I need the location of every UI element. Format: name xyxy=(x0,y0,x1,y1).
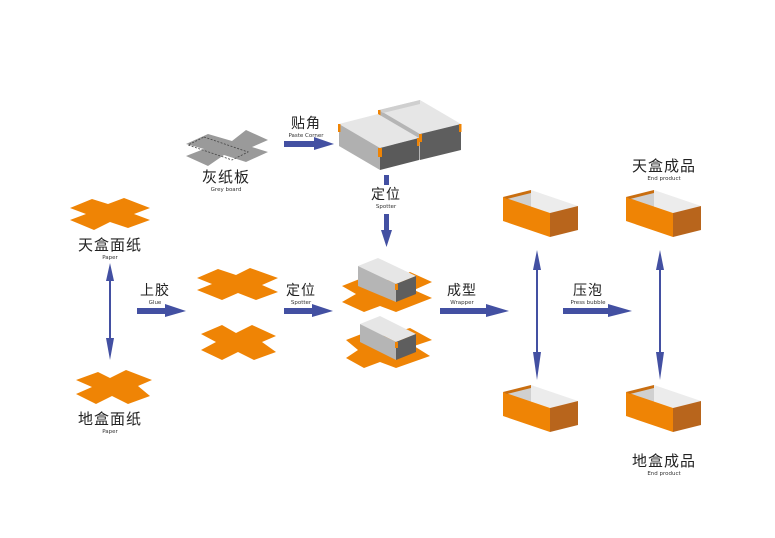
lid-end-product-label: 天盒成品 End product xyxy=(632,157,696,183)
lid-end-product-icon xyxy=(626,190,701,237)
box-on-lid-paper-icon xyxy=(342,258,432,312)
lid-end-product-label-zh: 天盒成品 xyxy=(631,157,697,175)
double-arrow-paper xyxy=(106,263,114,360)
double-arrow-end-product xyxy=(656,250,664,380)
spotter-label-zh: 定位 xyxy=(286,283,316,299)
grey-board-label-zh: 灰纸板 xyxy=(201,168,251,186)
base-paper-icon xyxy=(76,370,152,404)
paste-corner-label-zh: 贴角 xyxy=(290,116,321,132)
base-end-product-label: 地盒成品 End product xyxy=(632,452,696,478)
grey-board-label: 灰纸板 Grey board xyxy=(202,168,250,194)
grey-board-icon xyxy=(186,130,268,166)
arrow-wrapper xyxy=(440,304,509,317)
wrapper-label: 成型 Wrapper xyxy=(447,283,477,307)
press-bubble-label: 压泡 Press bubble xyxy=(570,283,605,307)
double-arrow-wrapped xyxy=(533,250,541,380)
base-paper-label: 地盒面纸 Paper xyxy=(78,410,142,436)
paste-corner-label-en: Paste Corner xyxy=(288,133,324,139)
lid-end-product-label-en: End product xyxy=(647,176,681,182)
glue-label-zh: 上胶 xyxy=(140,283,170,299)
paste-corner-label: 贴角 Paste Corner xyxy=(288,116,323,140)
glue-label: 上胶 Glue xyxy=(140,283,170,307)
glued-lid-paper-icon xyxy=(197,268,278,300)
glued-base-paper-icon xyxy=(201,325,276,360)
wrapper-label-en: Wrapper xyxy=(450,300,474,306)
spotter-label: 定位 Spotter xyxy=(286,283,316,307)
arrow-press-bubble xyxy=(563,304,632,317)
base-paper-label-en: Paper xyxy=(102,429,118,435)
grey-board-label-en: Grey board xyxy=(210,187,242,193)
wrapper-label-zh: 成型 xyxy=(447,283,477,299)
arrow-glue xyxy=(137,304,186,317)
spotter-label-en: Spotter xyxy=(290,300,312,306)
spotter-vertical-label-en: Spotter xyxy=(375,204,397,210)
base-end-product-icon xyxy=(626,385,701,432)
lid-paper-label-en: Paper xyxy=(102,255,118,261)
base-end-product-label-en: End product xyxy=(647,471,681,477)
arrow-paste-corner xyxy=(284,137,334,150)
spotter-vertical-label: 定位 Spotter xyxy=(371,187,401,211)
base-paper-label-zh: 地盒面纸 xyxy=(77,410,143,428)
press-bubble-label-en: Press bubble xyxy=(570,300,606,306)
press-bubble-label-zh: 压泡 xyxy=(572,283,603,299)
box-on-base-paper-icon xyxy=(346,316,432,368)
lid-paper-label: 天盒面纸 Paper xyxy=(78,236,142,262)
lid-paper-icon xyxy=(70,198,150,230)
spotter-vertical-label-zh: 定位 xyxy=(371,187,401,203)
base-end-product-label-zh: 地盒成品 xyxy=(631,452,697,470)
wrapped-base-box-icon xyxy=(503,385,578,432)
arrow-spotter-down xyxy=(381,214,392,247)
lid-paper-label-zh: 天盒面纸 xyxy=(77,236,143,254)
arrow-spotter-upper-segment xyxy=(384,175,389,185)
grey-box-pair-icon xyxy=(338,100,462,170)
wrapped-lid-box-icon xyxy=(503,190,578,237)
arrow-spotter xyxy=(284,304,333,317)
glue-label-en: Glue xyxy=(148,300,162,306)
